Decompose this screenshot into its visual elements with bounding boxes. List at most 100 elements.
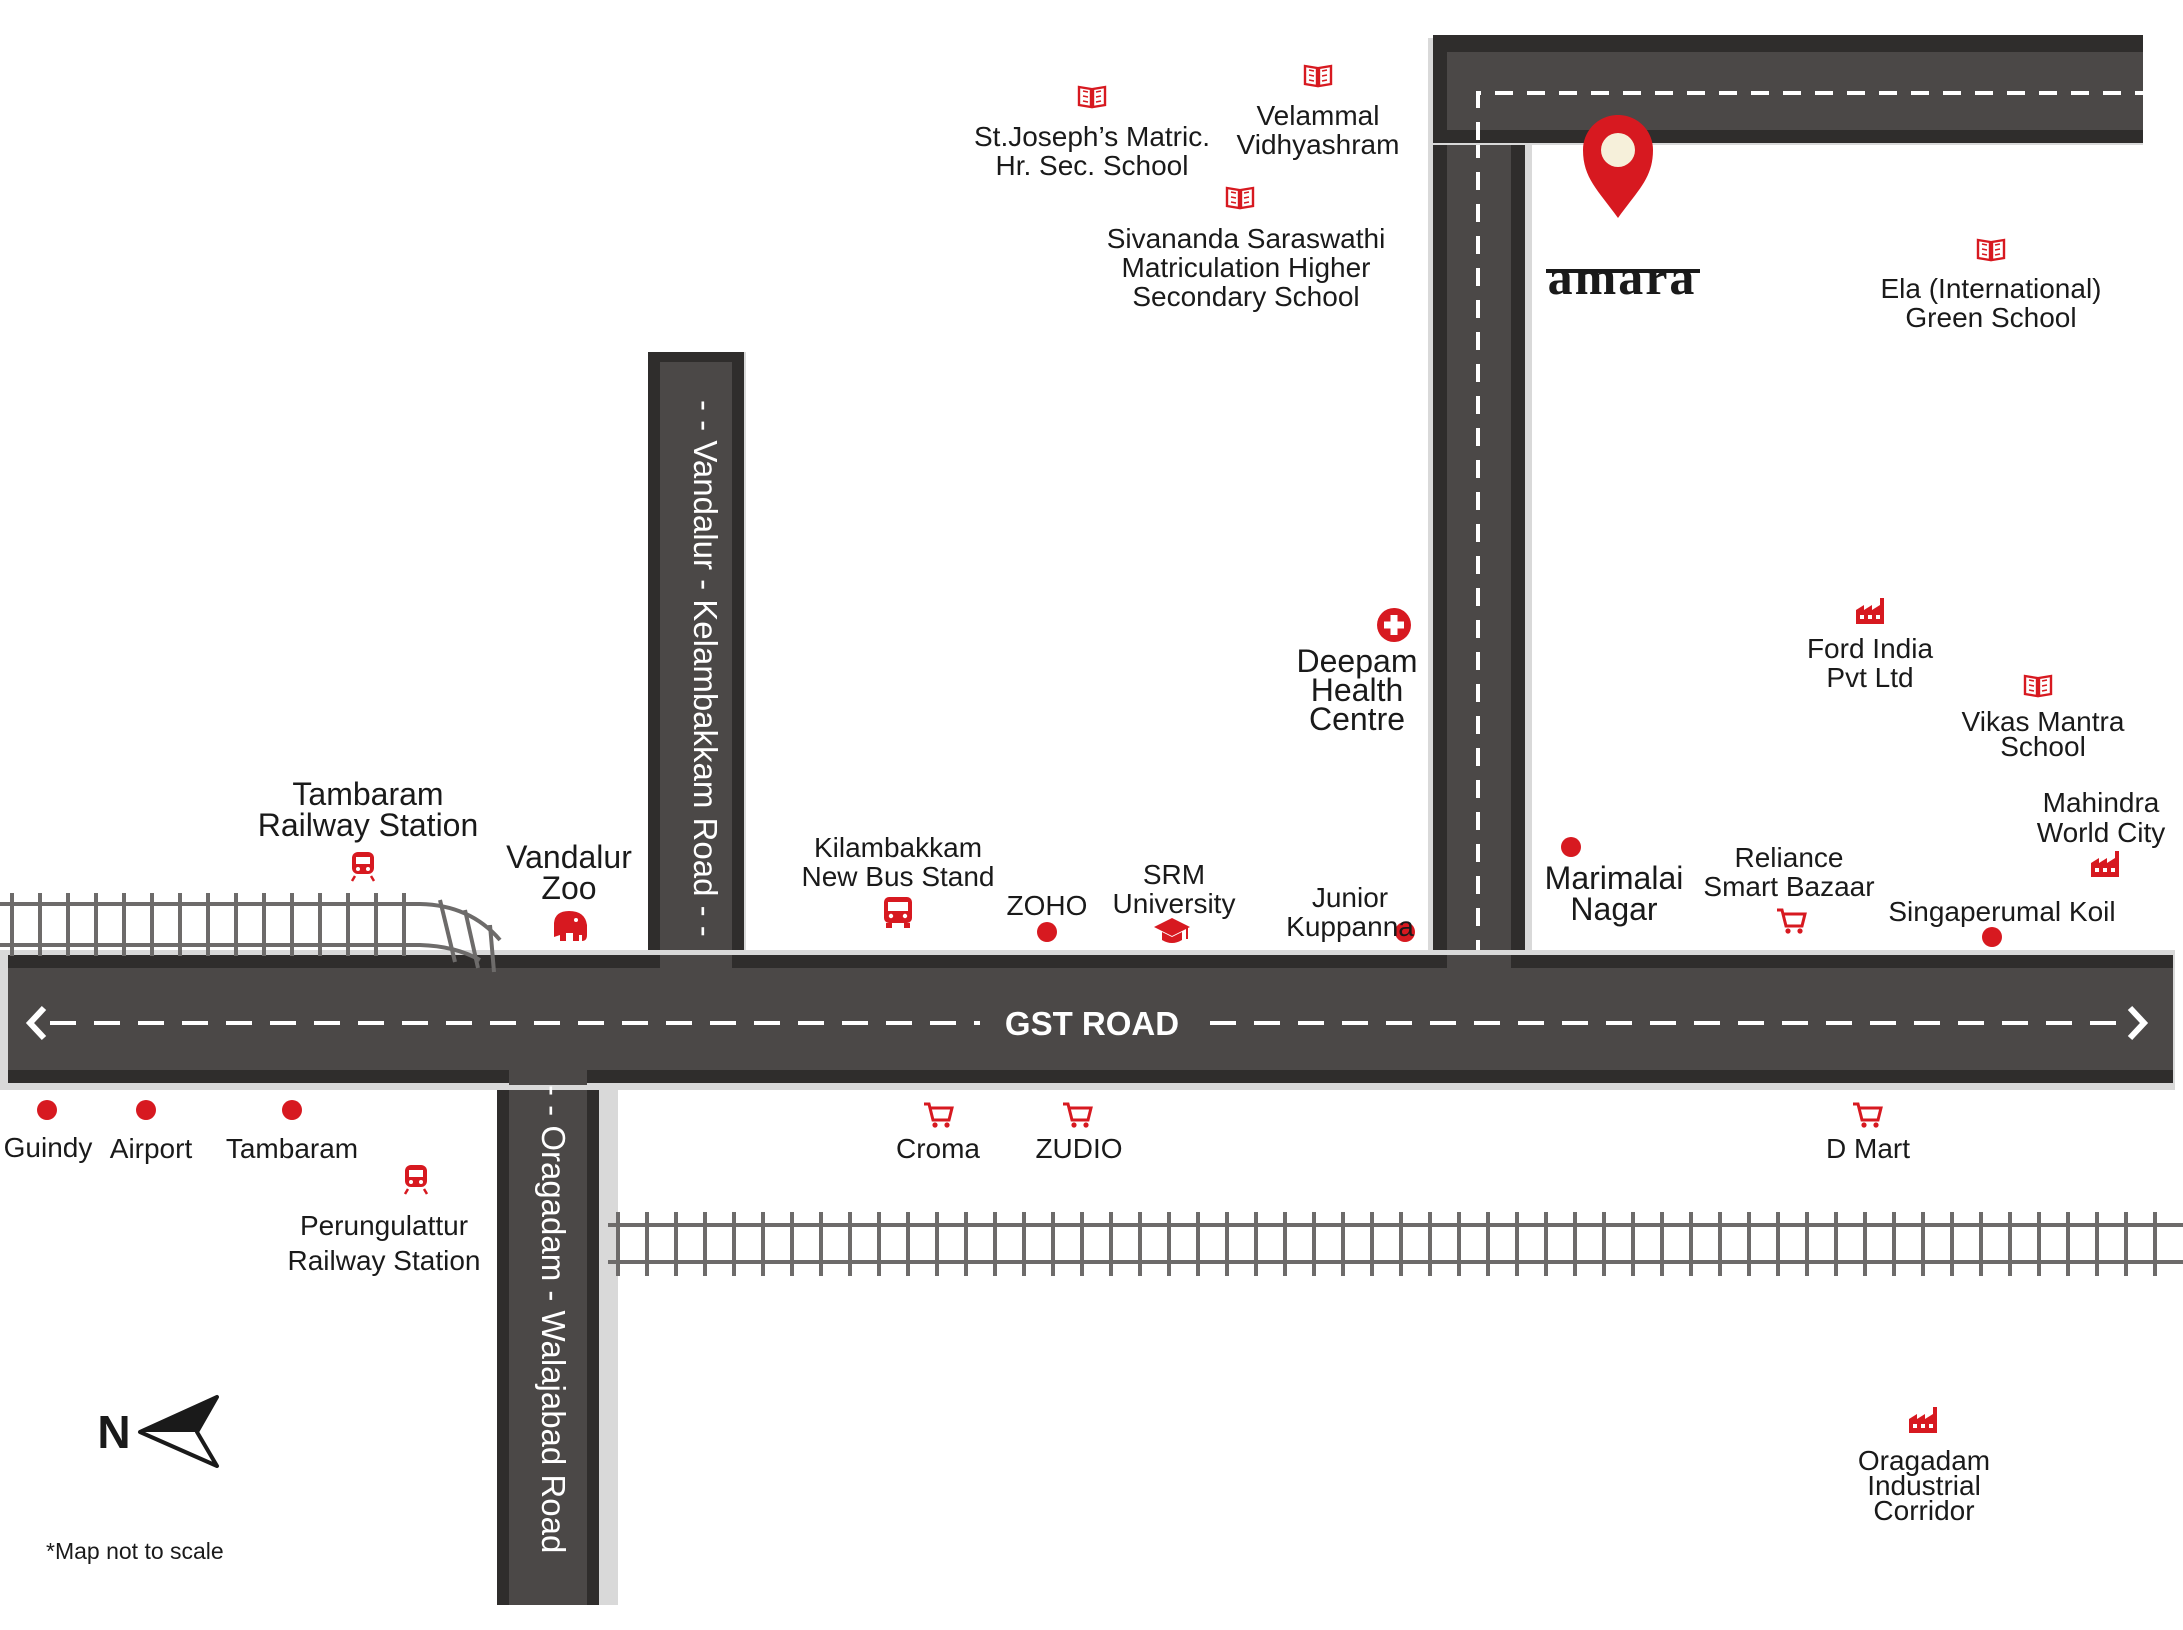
vandalur-road-label: - - Vandalur - Kelambakkam Road - - — [687, 400, 724, 937]
place-label-line: Centre — [1309, 701, 1405, 737]
place-label-line: Vandalur — [506, 839, 632, 875]
factory-icon — [1856, 598, 1884, 624]
place-label-line: D Mart — [1826, 1133, 1910, 1164]
place-label-line: Junior — [1312, 882, 1388, 913]
place-ela[interactable]: Ela (International)Green School — [1880, 238, 2102, 333]
place-label-line: Airport — [110, 1133, 193, 1164]
place-label-line: Sivananda Saraswathi — [1107, 223, 1386, 254]
place-label-line: Pvt Ltd — [1826, 662, 1913, 693]
train-icon — [350, 850, 376, 883]
place-label-line: SRM — [1143, 859, 1205, 890]
book-icon — [2023, 674, 2053, 698]
place-label-line: Velammal — [1257, 100, 1380, 131]
place-label-line: Ford India — [1807, 633, 1933, 664]
place-label-line: Health — [1311, 672, 1404, 708]
place-label-line: University — [1113, 888, 1236, 919]
place-label-line: Oragadam — [1858, 1445, 1990, 1476]
book-icon — [1303, 64, 1333, 88]
arrow-left-icon — [25, 1005, 47, 1041]
place-croma[interactable]: Croma — [896, 1102, 980, 1164]
amara-location[interactable]: amara — [1546, 115, 1700, 305]
road-network — [0, 35, 2175, 1605]
place-label-line: Matriculation Higher — [1122, 252, 1371, 283]
dot-marker-icon — [1395, 922, 1415, 942]
place-label-line: Singaperumal Koil — [1888, 896, 2115, 927]
gst-road-label: GST ROAD — [1005, 1005, 1179, 1042]
graduation-cap-icon — [1153, 917, 1191, 944]
place-label-line: World City — [2037, 817, 2166, 848]
arrow-right-icon — [2127, 1005, 2149, 1041]
railway-right — [608, 1212, 2183, 1276]
place-label-line: Corridor — [1873, 1495, 1974, 1526]
book-icon — [1077, 85, 1107, 109]
vandalur-road — [648, 352, 746, 960]
book-icon — [1225, 186, 1255, 210]
place-label-line: Railway Station — [258, 807, 479, 843]
place-label-line: Ela (International) — [1880, 273, 2101, 304]
dot-marker-icon — [1982, 927, 2002, 947]
place-label-line: School — [2000, 731, 2086, 762]
dot-marker-icon — [282, 1100, 302, 1120]
oragadam-road-label: - - Oragadam - Walajabad Road — [535, 1085, 572, 1553]
place-label-line: Green School — [1905, 302, 2076, 333]
place-zudio[interactable]: ZUDIO — [1035, 1102, 1123, 1164]
place-label-line: Mahindra — [2043, 787, 2160, 818]
place-label-line: Smart Bazaar — [1703, 871, 1874, 902]
place-st-joseph[interactable]: St.Joseph’s Matric.Hr. Sec. School — [974, 85, 1210, 181]
place-label-line: Kuppanna — [1286, 911, 1414, 942]
place-label-line: Tambaram — [226, 1133, 358, 1164]
place-label-line: St.Joseph’s Matric. — [974, 121, 1210, 152]
place-label-line: Marimalai — [1545, 860, 1684, 896]
amara-access-road — [1428, 38, 1532, 960]
bus-icon — [884, 897, 912, 928]
dot-marker-icon — [1037, 922, 1057, 942]
brand-name: amara — [1548, 249, 1697, 305]
place-dmart[interactable]: D Mart — [1826, 1102, 1910, 1164]
place-singaperumal[interactable]: Singaperumal Koil — [1888, 896, 2116, 947]
top-road — [1433, 35, 2143, 145]
place-label-line: Secondary School — [1132, 281, 1359, 312]
factory-icon — [1909, 1407, 1937, 1433]
map-note: *Map not to scale — [46, 1538, 224, 1564]
place-label-line: Tambaram — [292, 776, 443, 812]
place-tambaram[interactable]: Tambaram — [226, 1100, 358, 1164]
dot-marker-icon — [136, 1100, 156, 1120]
dot-marker-icon — [37, 1100, 57, 1120]
place-label-line: Perungulattur — [300, 1210, 468, 1241]
train-icon — [403, 1163, 429, 1196]
place-label-line: Hr. Sec. School — [996, 150, 1189, 181]
place-label-line: Vikas Mantra — [1962, 706, 2125, 737]
dot-marker-icon — [1561, 837, 1581, 857]
place-airport[interactable]: Airport — [110, 1100, 193, 1164]
compass: N — [97, 1395, 219, 1468]
elephant-icon — [554, 911, 587, 941]
place-guindy[interactable]: Guindy — [4, 1100, 93, 1163]
place-label-line: Vidhyashram — [1237, 129, 1400, 160]
hospital-cross-icon — [1377, 608, 1411, 642]
place-label-line: Railway Station — [288, 1245, 481, 1276]
place-label-line: Kilambakkam — [814, 832, 982, 863]
oragadam-road — [497, 1075, 618, 1605]
gst-road — [0, 950, 2175, 1090]
place-zoho[interactable]: ZOHO — [1007, 890, 1088, 942]
place-label-line: Nagar — [1570, 891, 1658, 927]
cart-icon — [922, 1102, 954, 1130]
factory-icon — [2091, 851, 2119, 877]
place-label-line: Reliance — [1735, 842, 1844, 873]
book-icon — [1976, 238, 2006, 262]
